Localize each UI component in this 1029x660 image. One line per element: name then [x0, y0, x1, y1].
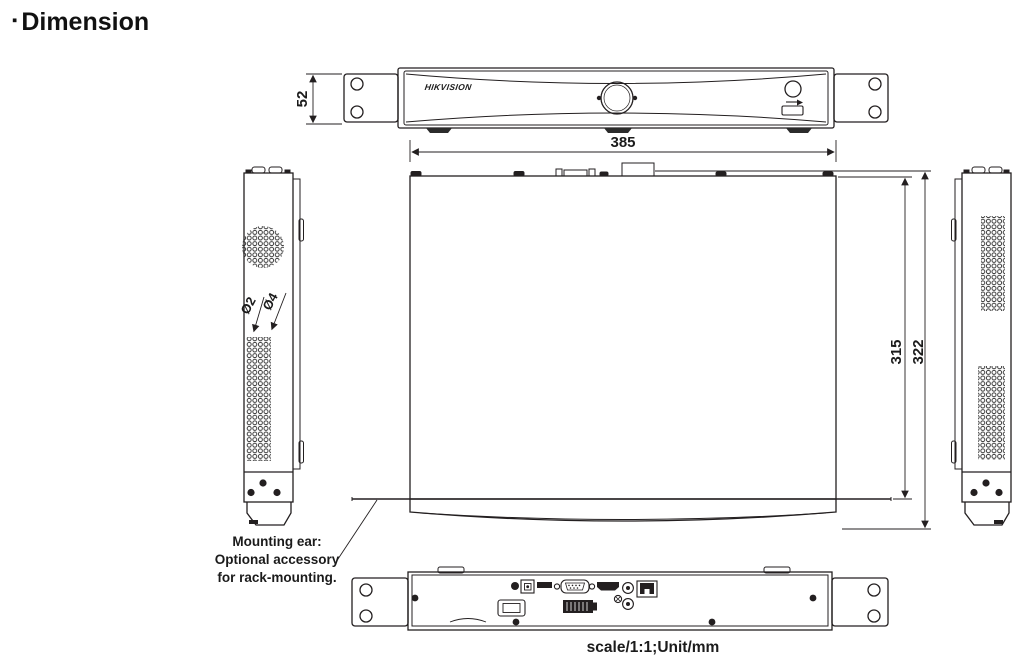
- front-curve-inner: [419, 512, 827, 520]
- side-flange: [954, 178, 963, 470]
- front-chassis: [397, 67, 835, 129]
- page-title-text: Dimension: [21, 8, 150, 36]
- rear-top-tab: [763, 566, 791, 574]
- power-button: [784, 80, 802, 98]
- device-foot: [246, 502, 292, 526]
- ear-hole: [350, 77, 364, 91]
- vga-port: [553, 579, 596, 594]
- rear-connectors-top: [410, 162, 834, 177]
- mounting-ear-note: Mounting ear: Optional accessory for rac…: [215, 499, 378, 585]
- ground-screw: [613, 594, 623, 604]
- dim-label-height: 52: [294, 91, 311, 108]
- ear-hole: [868, 77, 882, 91]
- screw-holes: [247, 479, 281, 497]
- side-flange: [292, 178, 301, 470]
- dim-depth: 315 322: [655, 170, 931, 530]
- lan-port: [636, 580, 658, 598]
- front-dial: [596, 81, 638, 115]
- title-bullet-icon: ▪: [12, 12, 18, 29]
- side-top-bumps: [963, 166, 1010, 174]
- ear-hole: [868, 105, 882, 119]
- rear-panel: [411, 574, 829, 627]
- screw-holes: [970, 479, 1003, 497]
- side-top-bumps: [245, 166, 291, 174]
- flange-tab: [951, 440, 957, 464]
- mounting-ear-bar: [351, 497, 892, 501]
- dial-side-dot: [632, 95, 638, 101]
- side-view-left: [242, 166, 304, 526]
- ear-hole: [867, 583, 881, 597]
- ear-hole: [359, 609, 373, 623]
- device-foot: [964, 502, 1010, 526]
- rear-chassis: [407, 571, 833, 631]
- rear-view: [351, 566, 889, 631]
- note-leader-line: [335, 499, 378, 563]
- front-curve-outer: [409, 499, 837, 522]
- rca-jacks: [622, 582, 634, 610]
- usb-port: [537, 582, 552, 588]
- chassis-foot: [604, 128, 632, 133]
- front-mounting-ear-right: [833, 73, 889, 123]
- dim-label-depth-inner: 315: [888, 339, 905, 364]
- vent-grid-lower: [978, 366, 1005, 460]
- ear-hole: [350, 105, 364, 119]
- hdmi-port: [597, 582, 619, 591]
- rear-mounting-ear-right: [831, 577, 889, 627]
- usb-icon: [781, 99, 804, 116]
- foot-nub: [994, 520, 1003, 524]
- rear-connectors: [497, 579, 658, 617]
- audio-in-jack: [511, 582, 519, 590]
- front-mounting-ear-left: [343, 73, 399, 123]
- bezel-curve-top: [405, 73, 827, 84]
- rear-mounting-ear-left: [351, 577, 409, 627]
- page-title: ▪ Dimension: [12, 8, 149, 37]
- dial-side-dot: [596, 95, 602, 101]
- front-bezel: [403, 70, 829, 126]
- flange-tab: [951, 218, 957, 242]
- front-view: [343, 67, 889, 133]
- flange-tab: [298, 440, 304, 464]
- vent-strip: [246, 337, 271, 461]
- top-view: [351, 162, 892, 522]
- note-line-2: Optional accessory: [215, 552, 340, 567]
- bezel-curve-bottom: [405, 112, 827, 123]
- dim-label-width: 385: [610, 134, 635, 151]
- vent-hole-callouts: Ø2 Ø4: [237, 290, 287, 333]
- ear-hole: [359, 583, 373, 597]
- chassis-foot: [786, 128, 812, 133]
- chassis-foot: [426, 128, 452, 133]
- hole-callout-o4: Ø4: [259, 290, 281, 313]
- ear-hole: [867, 609, 881, 623]
- top-chassis: [409, 175, 837, 500]
- dim-width-385: 385: [409, 134, 837, 162]
- foot-nub: [249, 520, 258, 524]
- rear-screws: [411, 594, 817, 626]
- flange-tab: [298, 218, 304, 242]
- dim-height-52: 52: [294, 73, 342, 125]
- brand-logo: HIKVISION: [424, 82, 473, 92]
- rear-bottom-curve: [449, 618, 487, 623]
- power-switch: [497, 599, 526, 617]
- rear-top-tab: [437, 566, 465, 574]
- fan-grille: [242, 226, 284, 268]
- lan-bump-top: [621, 162, 655, 177]
- dim-label-depth-outer: 322: [910, 339, 927, 364]
- note-line-1: Mounting ear:: [232, 534, 321, 549]
- vent-grid-upper: [981, 216, 1005, 311]
- hole-callout-o2: Ø2: [237, 294, 258, 316]
- note-line-3: for rack-mounting.: [217, 570, 336, 585]
- scale-note: scale/1:1;Unit/mm: [587, 639, 720, 656]
- side-view-right: [951, 166, 1012, 526]
- db-connector: [563, 600, 597, 613]
- optical-port: [520, 579, 535, 594]
